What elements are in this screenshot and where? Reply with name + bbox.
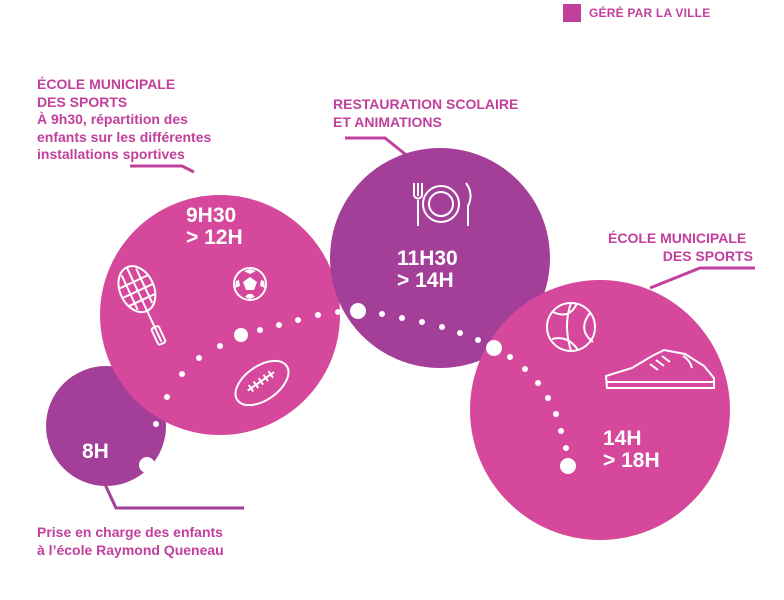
stage-2-desc-line1: À 9h30, répartition des [37, 111, 188, 127]
stage-1-caption-line2: à l’école Raymond Queneau [37, 541, 224, 558]
fork-plate-knife-icon [413, 182, 472, 226]
path-dot [276, 322, 282, 328]
time-9h30-line2: > 12H [186, 226, 243, 250]
path-dot [486, 340, 502, 356]
time-9h30-line1: 9H30 [186, 204, 237, 227]
stage-1-caption-line1: Prise en charge des enfants [37, 524, 223, 540]
time-14h-line2: > 18H [603, 449, 660, 473]
stage-4-caption: ÉCOLE MUNICIPALE DES SPORTS [608, 230, 753, 265]
path-dot [179, 371, 185, 377]
soccer-ball-icon [233, 267, 267, 301]
path-dot [553, 411, 559, 417]
leader-lines [101, 136, 755, 510]
leader-line-4 [649, 266, 755, 290]
legend-swatch [563, 4, 581, 22]
path-dot [545, 395, 551, 401]
stage-3-title-line2: ET ANIMATIONS [333, 113, 442, 130]
path-dot [419, 319, 425, 325]
time-8h-line1: 8H [82, 440, 109, 463]
path-dot [234, 328, 248, 342]
time-14h: 14H > 18H [603, 427, 660, 473]
leader-line-2 [130, 164, 195, 174]
path-dot [164, 394, 170, 400]
stage-2-title-line1: ÉCOLE MUNICIPALE [37, 76, 176, 92]
path-dot [295, 317, 301, 323]
stage-2-title-line2: DES SPORTS [37, 93, 128, 110]
time-11h30-line1: 11H30 [397, 247, 458, 270]
stage-4-title-line1: ÉCOLE MUNICIPALE [608, 230, 747, 246]
sneaker-icon [604, 348, 715, 389]
path-dot [522, 366, 528, 372]
time-11h30-line2: > 14H [397, 269, 454, 293]
path-dot [507, 354, 513, 360]
path-dot [379, 311, 385, 317]
time-8h: 8H [82, 440, 109, 463]
time-9h30: 9H30 > 12H [186, 204, 243, 250]
stage-2-desc-line3: installations sportives [37, 146, 185, 162]
leader-line-1 [101, 479, 244, 510]
path-dot [457, 330, 463, 336]
time-11h30: 11H30 > 14H [397, 247, 458, 293]
path-dot [196, 355, 202, 361]
leader-line-3 [345, 136, 411, 160]
legend-label: GÉRÉ PAR LA VILLE [589, 6, 711, 20]
stage-1-caption: Prise en charge des enfants à l’école Ra… [37, 524, 224, 559]
circle-stage-14h [470, 280, 730, 540]
stage-2-desc-line2: enfants sur les différentes [37, 128, 212, 145]
path-dot [535, 380, 541, 386]
stage-2-caption: ÉCOLE MUNICIPALE DES SPORTS À 9h30, répa… [37, 76, 211, 164]
path-dot [563, 445, 569, 451]
path-dot [560, 458, 576, 474]
path-dot [139, 457, 155, 473]
path-dot [399, 315, 405, 321]
path-dot [439, 324, 445, 330]
path-dot [257, 327, 263, 333]
time-14h-line1: 14H [603, 427, 642, 450]
rugby-ball-icon [234, 359, 290, 407]
dotted-path [139, 303, 576, 474]
path-dot [153, 421, 159, 427]
stage-4-title-line2: DES SPORTS [662, 247, 753, 264]
stage-3-title-line1: RESTAURATION SCOLAIRE [333, 96, 519, 112]
circle-stage-11h30 [330, 148, 550, 368]
path-dot [558, 428, 564, 434]
circle-stage-9h30 [100, 195, 340, 435]
tennis-racket-icon [117, 265, 167, 346]
path-dot [217, 343, 223, 349]
legend: GÉRÉ PAR LA VILLE [563, 4, 710, 22]
path-dot [475, 337, 481, 343]
volleyball-icon [546, 302, 596, 352]
path-dot [350, 303, 366, 319]
stage-3-caption: RESTAURATION SCOLAIRE ET ANIMATIONS [333, 96, 518, 131]
path-dot [335, 309, 341, 315]
path-dot [315, 312, 321, 318]
